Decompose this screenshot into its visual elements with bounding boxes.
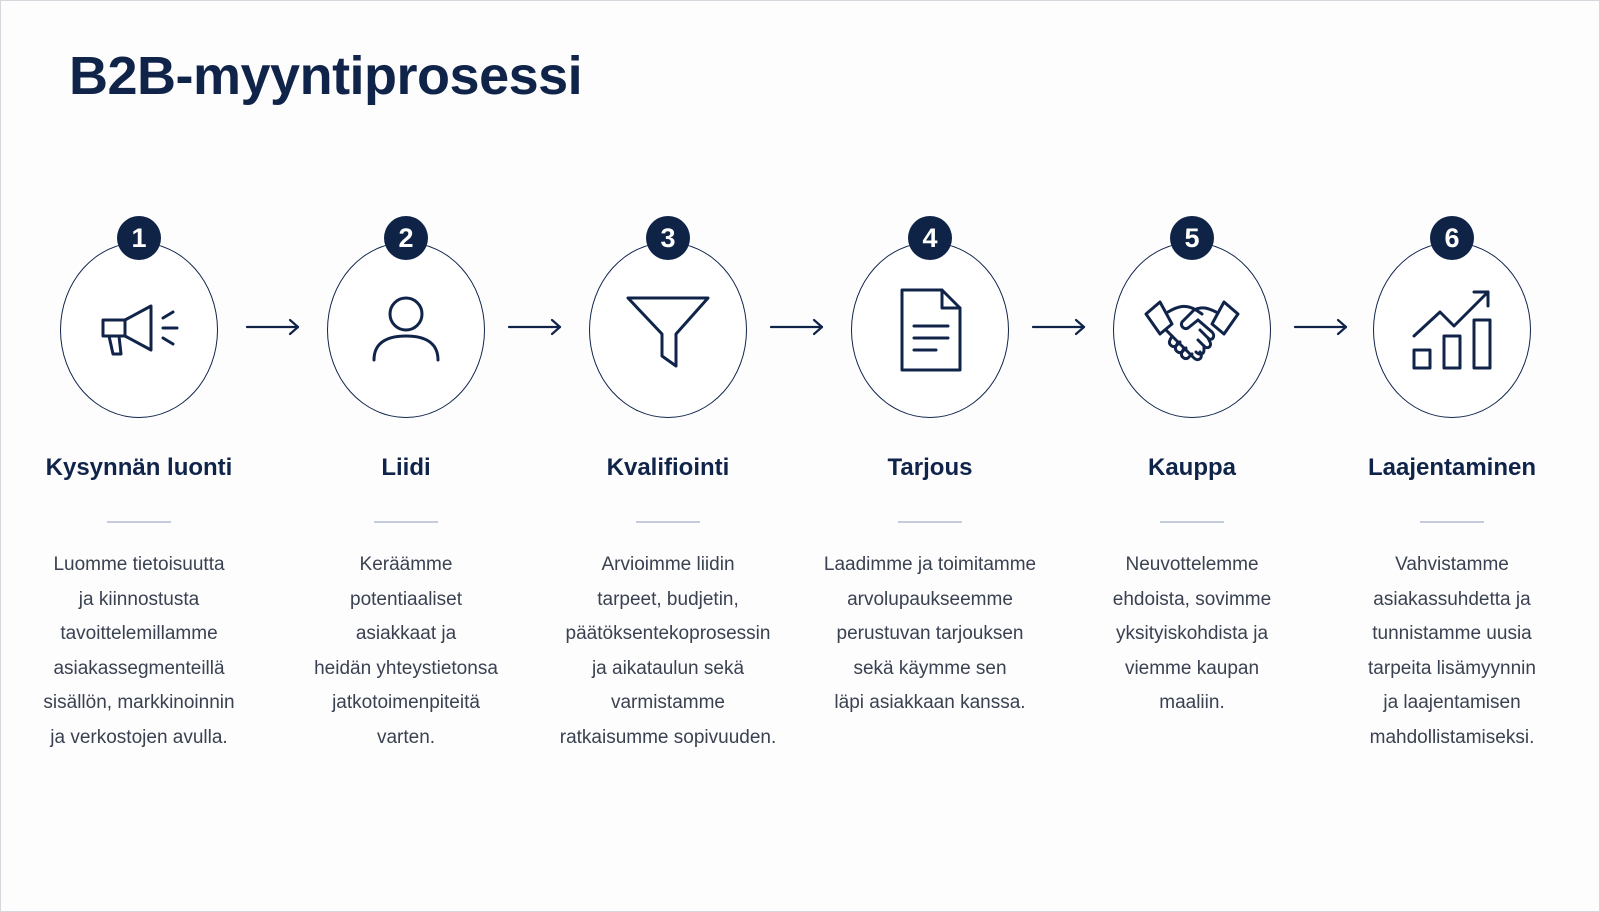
step-title: Laajentaminen [1367,454,1537,481]
step-number-badge: 5 [1170,216,1214,260]
step-title: Kauppa [1147,454,1236,481]
step-description: Vahvistamme asiakassuhdetta ja tunnistam… [1368,554,1536,748]
growth-chart-icon [1402,280,1502,380]
page-title: B2B-myyntiprosessi [69,46,583,106]
step-number-badge: 2 [384,216,428,260]
process-step-4: 4 Tarjous Laadimme ja toimitamme arvolup… [810,214,1050,774]
step-description: Keräämme potentiaaliset asiakkaat ja hei… [314,554,498,748]
handshake-icon [1142,280,1242,380]
title-divider [374,521,438,523]
process-step-5: 5 Kauppa Neuvottelemme ehdoista, sovimme… [1072,214,1312,774]
title-divider [107,521,171,523]
title-divider [1420,521,1484,523]
step-number-badge: 4 [908,216,952,260]
process-step-6: 6 Laajentaminen Vahvistamme asiakassuhde… [1332,214,1572,774]
step-description: Neuvottelemme ehdoista, sovimme yksityis… [1112,554,1272,713]
arrow-right-icon [1293,317,1349,337]
step-circle [589,242,747,418]
title-divider [898,521,962,523]
arrow-right-icon [245,317,301,337]
title-divider [1160,521,1224,523]
step-description: Laadimme ja toimitamme arvolupaukseemme … [823,554,1037,713]
step-description: Luomme tietoisuutta ja kiinnostusta tavo… [43,554,235,748]
arrow-right-icon [507,317,563,337]
user-icon [356,280,456,380]
step-number-badge: 1 [117,216,161,260]
step-description: Arvioimme liidin tarpeet, budjetin, päät… [559,554,777,748]
step-number-badge: 6 [1430,216,1474,260]
process-step-2: 2 Liidi Keräämme potentiaaliset asiakkaa… [286,214,526,774]
step-circle [851,242,1009,418]
step-title: Kysynnän luonti [45,454,233,481]
process-step-3: 3 Kvalifiointi Arvioimme liidin tarpeet,… [548,214,788,774]
arrow-right-icon [769,317,825,337]
step-title: Kvalifiointi [606,454,730,481]
megaphone-icon [89,280,189,380]
funnel-icon [618,280,718,380]
step-circle [60,242,218,418]
title-divider [636,521,700,523]
step-title: Tarjous [887,454,973,481]
arrow-right-icon [1031,317,1087,337]
process-step-1: 1 Kysynnän luonti Luomme tietoisuutta ja… [19,214,259,774]
step-number-badge: 3 [646,216,690,260]
document-icon [880,280,980,380]
step-circle [1373,242,1531,418]
step-title: Liidi [381,454,431,481]
